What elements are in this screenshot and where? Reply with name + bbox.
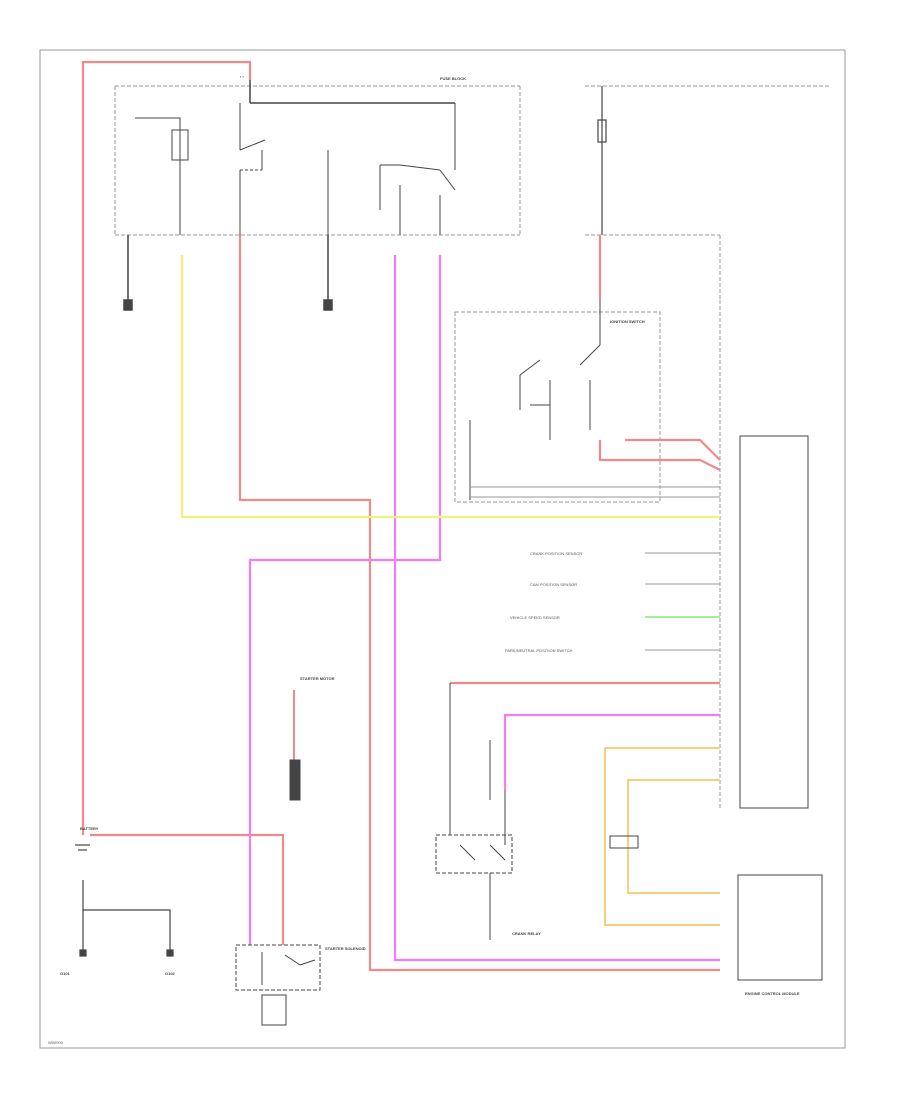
fuse-block-relay-2 (379, 103, 456, 235)
label-sensor-d: PARK/NEUTRAL POSITION SWITCH (505, 648, 572, 653)
relay-coil-small (609, 835, 639, 849)
fuse-right-column (597, 86, 607, 235)
label-sensor-a: CRANK POSITION SENSOR (530, 551, 582, 556)
label-bus: ▪ ▪ (240, 74, 245, 79)
ecm-connector-box (719, 300, 809, 810)
figure-id: W00000 (48, 1040, 64, 1045)
label-sensor-b: CAM POSITION SENSOR (530, 582, 577, 587)
label-starter-solenoid: STARTER SOLENOID (325, 946, 366, 951)
wire-yellow (180, 255, 720, 519)
label-crank-relay: CRANK RELAY (512, 931, 541, 936)
ignition-switch-box (454, 300, 661, 503)
ground-symbol-left (123, 235, 133, 311)
fuse-block-top (114, 85, 830, 300)
diagram-frame (39, 49, 846, 1049)
ground-symbol-middle (323, 235, 333, 311)
wire-gray (470, 486, 720, 651)
wire-battery-red (81, 60, 721, 972)
battery-symbol (75, 844, 174, 957)
fuse-block-relay (135, 103, 329, 235)
label-ground-g101: G101 (60, 971, 71, 976)
label-starter-motor: STARTER MOTOR (300, 676, 335, 681)
label-ignition-switch: IGNITION SWITCH (610, 319, 645, 324)
label-fuse-block: FUSE BLOCK (440, 76, 466, 81)
starter-solenoid (235, 944, 321, 1026)
crank-relay (435, 683, 513, 940)
label-ground-g102: G102 (165, 971, 176, 976)
label-ecm: ENGINE CONTROL MODULE (745, 991, 800, 996)
label-battery: BATTERY (80, 826, 99, 831)
ecm-lower-box (737, 874, 823, 981)
wire-pink-magenta (248, 255, 720, 962)
starter-sensor-coil (289, 690, 301, 801)
label-sensor-c: VEHICLE SPEED SENSOR (510, 615, 560, 620)
